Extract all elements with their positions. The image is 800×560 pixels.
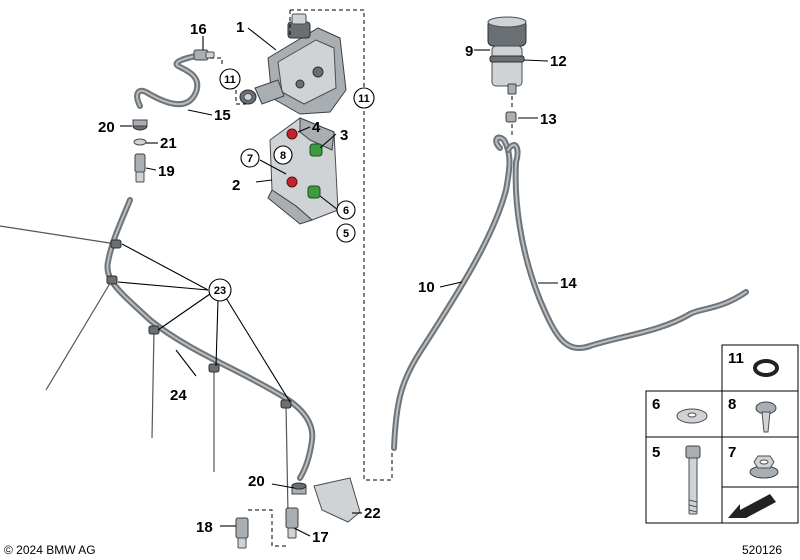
callout-17: 17 [312, 529, 329, 546]
legend-label-8: 8 [728, 396, 736, 413]
nut-part-20-lower[interactable] [291, 482, 307, 495]
fitting-part-19[interactable] [134, 153, 146, 183]
callout-9: 9 [465, 43, 473, 60]
callout-circle-11-left: 11 [219, 68, 241, 90]
callout-13: 13 [540, 111, 557, 128]
svg-text:5: 5 [343, 228, 349, 240]
callout-19: 19 [158, 163, 175, 180]
callout-circle-23: 23 [208, 278, 232, 302]
nut-part-20-upper[interactable] [132, 119, 148, 131]
callout-circle-11-right: 11 [353, 87, 375, 109]
callout-21: 21 [160, 135, 177, 152]
bolt-icon [685, 445, 701, 515]
reservoir-clamp-part-12[interactable] [489, 55, 525, 63]
green-rubber-part-3[interactable] [309, 143, 323, 157]
master-cylinder-part-1[interactable] [239, 13, 347, 115]
brake-hose-part-15[interactable] [134, 53, 201, 109]
hose-clamp-part-13[interactable] [505, 111, 517, 123]
copyright-text: © 2024 BMW AG [4, 543, 96, 557]
callout-circle-6: 6 [336, 200, 356, 220]
bracket-part-2[interactable] [267, 117, 339, 225]
red-screw-part-8[interactable] [286, 176, 298, 188]
protective-cover-part-22[interactable] [313, 477, 361, 523]
callout-circle-5: 5 [336, 223, 356, 243]
legend-label-6: 6 [652, 396, 660, 413]
legend-label-11: 11 [728, 350, 744, 367]
callout-18: 18 [196, 519, 213, 536]
fitting-part-18[interactable] [235, 517, 249, 549]
legend-label-7: 7 [728, 444, 736, 461]
fitting-part-17[interactable] [285, 507, 299, 539]
svg-text:11: 11 [358, 93, 370, 105]
brake-line-part-10[interactable] [391, 134, 513, 451]
green-rubber-part-6[interactable] [307, 185, 321, 199]
callout-3: 3 [340, 127, 348, 144]
direction-arrow-icon [728, 494, 776, 518]
banjo-fitting-part-16[interactable] [193, 49, 215, 61]
screw-icon [755, 401, 777, 433]
callout-circle-8: 8 [273, 145, 293, 165]
brake-line-part-24[interactable] [104, 197, 316, 481]
callout-20-lower: 20 [248, 473, 265, 490]
legend-label-5: 5 [652, 444, 660, 461]
svg-text:23: 23 [214, 285, 226, 297]
callout-4: 4 [312, 119, 321, 136]
callout-22: 22 [364, 505, 381, 522]
cable-ties-part-23[interactable] [0, 225, 292, 515]
return-hose-part-14[interactable] [505, 142, 749, 351]
callout-20-upper: 20 [98, 119, 115, 136]
callout-24: 24 [170, 387, 187, 404]
diagram-number: 520126 [742, 543, 782, 557]
red-screw-part-4[interactable] [286, 128, 298, 140]
washer-icon [676, 408, 708, 424]
callout-circle-7: 7 [240, 148, 260, 168]
svg-text:11: 11 [224, 74, 236, 86]
callout-15: 15 [214, 107, 231, 124]
callout-2: 2 [232, 177, 240, 194]
svg-text:8: 8 [280, 150, 286, 162]
callout-16: 16 [190, 21, 207, 38]
svg-text:7: 7 [247, 153, 253, 165]
callout-14: 14 [560, 275, 577, 292]
small-parts-legend: 11 6 8 5 7 [645, 344, 799, 524]
callout-10: 10 [418, 279, 435, 296]
callout-12: 12 [550, 53, 567, 70]
o-ring-icon [753, 359, 779, 377]
flange-nut-icon [749, 455, 779, 479]
washer-part-21[interactable] [133, 138, 147, 146]
svg-text:6: 6 [343, 205, 349, 217]
callout-1: 1 [236, 19, 244, 36]
